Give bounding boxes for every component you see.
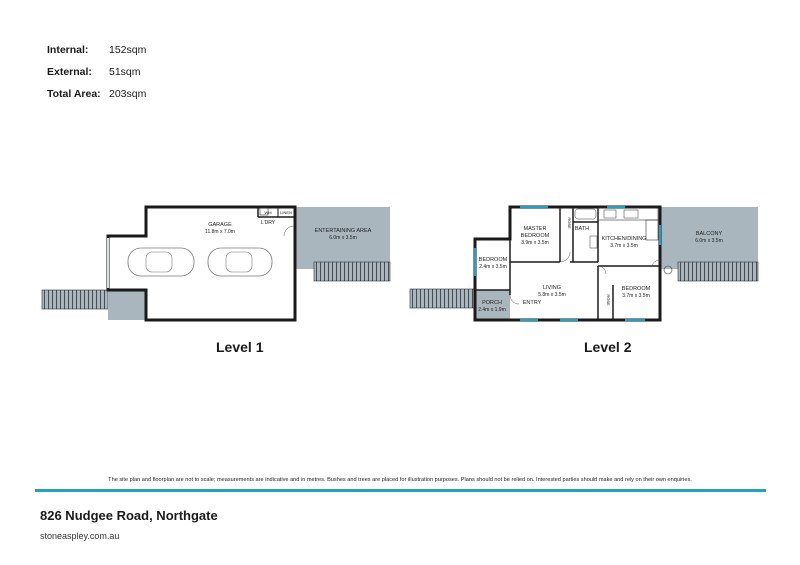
area-label: External: [47, 66, 92, 78]
level-1-title: Level 1 [216, 339, 264, 355]
room-label-master-2: BEDROOM [521, 233, 550, 239]
room-label-laundry: L'DRY [261, 220, 276, 226]
car-icon [127, 247, 195, 277]
room-size-kitchen: 3.7m x 3.5m [610, 243, 638, 249]
area-row-external: External: 51sqm [47, 66, 146, 88]
landing [108, 290, 146, 320]
level-2-plan: MASTER BEDROOM 3.9m x 3.5m ROBE BATH KIT… [409, 205, 759, 322]
area-value: 203sqm [109, 88, 147, 100]
area-label: Internal: [47, 44, 89, 56]
window-marks [474, 206, 661, 321]
level-1-plan: GARAGE 11.8m x 7.0m WM LINEN L'DRY ENTER… [41, 205, 391, 322]
room-label-robe: ROBE [567, 217, 572, 229]
room-size-entertaining: 6.0m x 3.5m [329, 235, 357, 241]
room-size-bedroom-left: 2.4m x 3.5m [479, 264, 507, 270]
room-label-kitchen: KITCHEN/DINING [602, 236, 647, 242]
room-size-bedroom-right: 3.7m x 3.5m [622, 293, 650, 299]
entertaining-area [295, 207, 390, 269]
area-label: Total Area: [47, 88, 101, 100]
porch [475, 290, 510, 320]
room-size-master: 3.9m x 3.5m [521, 240, 549, 246]
room-size-garage: 11.8m x 7.0m [205, 229, 235, 235]
disclaimer: The site plan and floorplan are not to s… [108, 477, 692, 483]
room-label-garage: GARAGE [208, 222, 232, 228]
room-label-robe: ROBE [606, 294, 611, 306]
level-2-title: Level 2 [584, 339, 632, 355]
room-label-bath: BATH [575, 226, 589, 232]
area-summary: Internal: 152sqm External: 51sqm Total A… [47, 44, 146, 110]
car-icon [207, 247, 273, 277]
area-row-internal: Internal: 152sqm [47, 44, 146, 66]
stairs [313, 261, 391, 282]
room-size-porch: 2.4m x 1.9m [478, 307, 506, 313]
stairs [677, 261, 759, 282]
area-value: 51sqm [109, 66, 141, 78]
stairs [409, 288, 476, 309]
balcony [660, 207, 758, 269]
room-size-balcony: 6.0m x 3.5m [695, 238, 723, 244]
property-address: 826 Nudgee Road, Northgate [40, 508, 218, 523]
agency-website: stoneaspley.com.au [40, 531, 120, 541]
room-label-living: LIVING [543, 285, 561, 291]
area-row-total: Total Area: 203sqm [47, 88, 146, 110]
stairs [41, 289, 109, 310]
room-label-bedroom-right: BEDROOM [622, 286, 651, 292]
room-label-wm: WM [264, 210, 271, 215]
area-value: 152sqm [109, 44, 147, 56]
accent-divider [35, 489, 766, 492]
room-label-balcony: BALCONY [696, 231, 723, 237]
room-label-porch: PORCH [482, 300, 502, 306]
room-size-living: 5.8m x 3.5m [538, 292, 566, 298]
room-label-master-1: MASTER [524, 226, 547, 232]
garage-walls [106, 205, 297, 322]
room-label-bedroom-left: BEDROOM [479, 257, 508, 263]
room-label-entry: ENTRY [523, 300, 542, 306]
room-label-linen: LINEN [280, 210, 292, 215]
room-label-entertaining: ENTERTAINING AREA [315, 228, 372, 234]
